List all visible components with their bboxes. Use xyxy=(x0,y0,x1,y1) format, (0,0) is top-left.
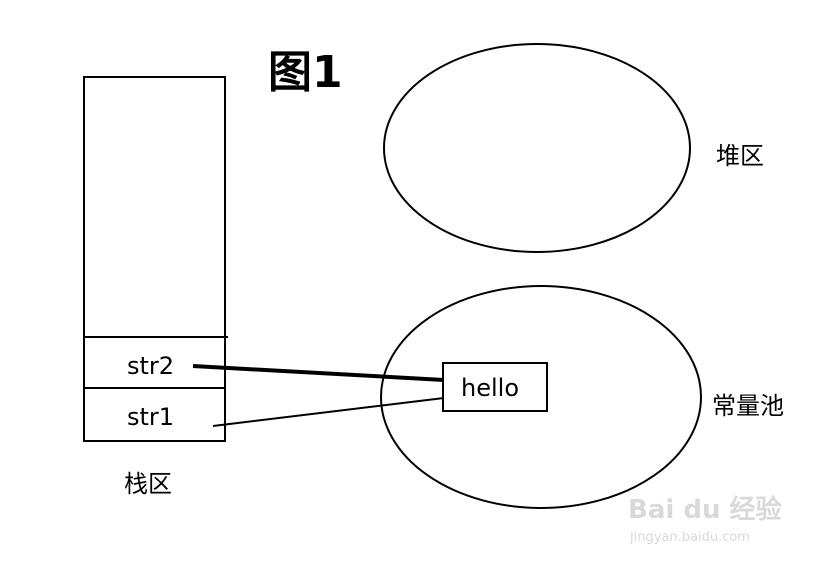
constant-pool-ellipse xyxy=(380,285,702,509)
constant-pool-label: 常量池 xyxy=(712,392,784,420)
stack-region: str2 str1 栈区 xyxy=(83,76,228,498)
heap-region: 堆区 xyxy=(383,43,764,253)
baidu-watermark: Bai du 经验 jingyan.baidu.com xyxy=(628,494,782,545)
heap-ellipse xyxy=(383,43,691,253)
str1-reference-line xyxy=(212,397,445,427)
hello-text: hello xyxy=(461,374,519,402)
stack-box xyxy=(83,76,226,442)
constant-pool-region: hello 常量池 xyxy=(380,285,784,509)
stack-cell-str2: str2 xyxy=(127,352,174,380)
heap-label: 堆区 xyxy=(716,142,764,170)
str2-reference-line xyxy=(192,364,445,382)
hello-box xyxy=(442,362,548,412)
stack-cell-str1: str1 xyxy=(127,403,174,431)
watermark-brand: Bai du 经验 xyxy=(628,494,782,525)
stack-label: 栈区 xyxy=(124,470,172,498)
watermark-url: jingyan.baidu.com xyxy=(629,530,750,545)
figure-title: 图1 xyxy=(268,47,343,98)
